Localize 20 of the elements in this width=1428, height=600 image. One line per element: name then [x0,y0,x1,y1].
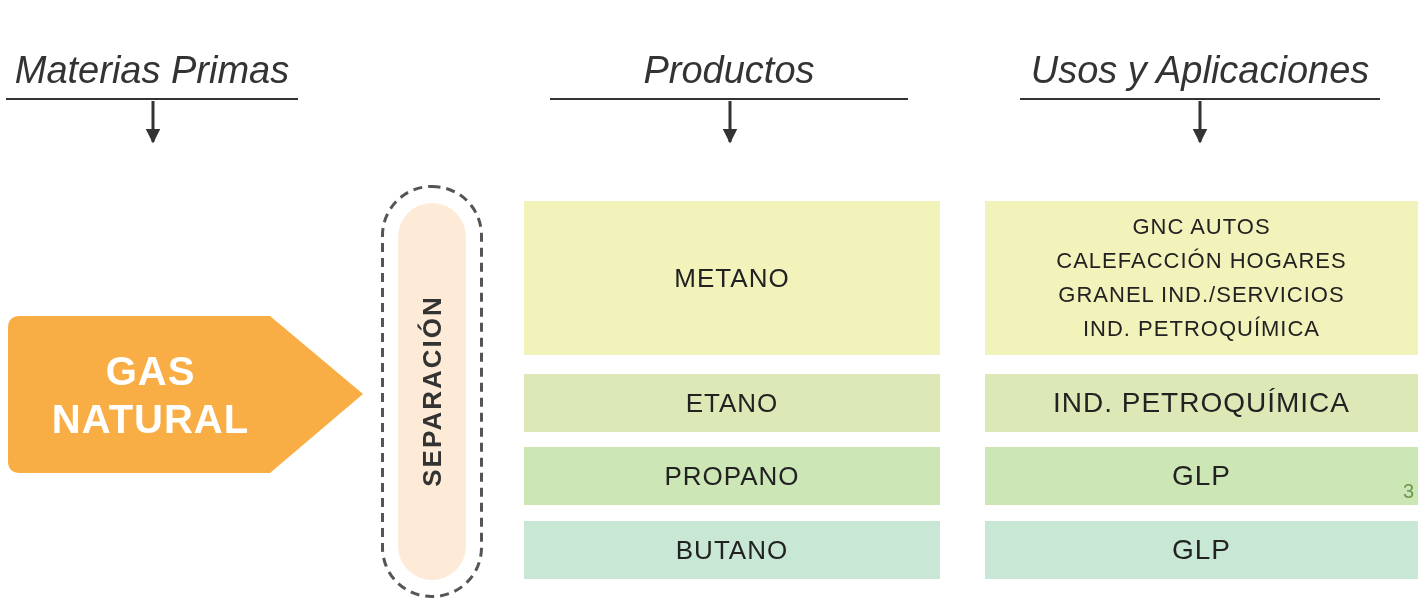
arrow [1192,101,1208,144]
text-line: GNC AUTOS [1132,213,1271,241]
product-box: PROPANO [524,447,940,505]
uses-box [985,201,1418,355]
page-number: 3 [1403,480,1415,503]
arrow [145,101,161,144]
arrow-shape: GAS NATURAL [8,316,363,473]
text-line: GRANEL IND./SERVICIOS [1058,281,1345,309]
product-box: ETANO [524,374,940,432]
arrow [722,101,738,144]
column-heading: Usos y Aplicaciones [1020,50,1380,100]
text-line: CALEFACCIÓN HOGARES [1056,247,1347,275]
text-line: IND. PETROQUÍMICA [1083,315,1320,343]
product-box: METANO [524,201,940,355]
column-heading: Materias Primas [6,50,298,100]
product-box: BUTANO [524,521,940,579]
separator-pill: SEPARACIÓN [381,185,483,598]
column-heading: Productos [550,50,908,100]
uses-box: GLP [985,521,1418,579]
uses-box: IND. PETROQUÍMICA [985,374,1418,432]
